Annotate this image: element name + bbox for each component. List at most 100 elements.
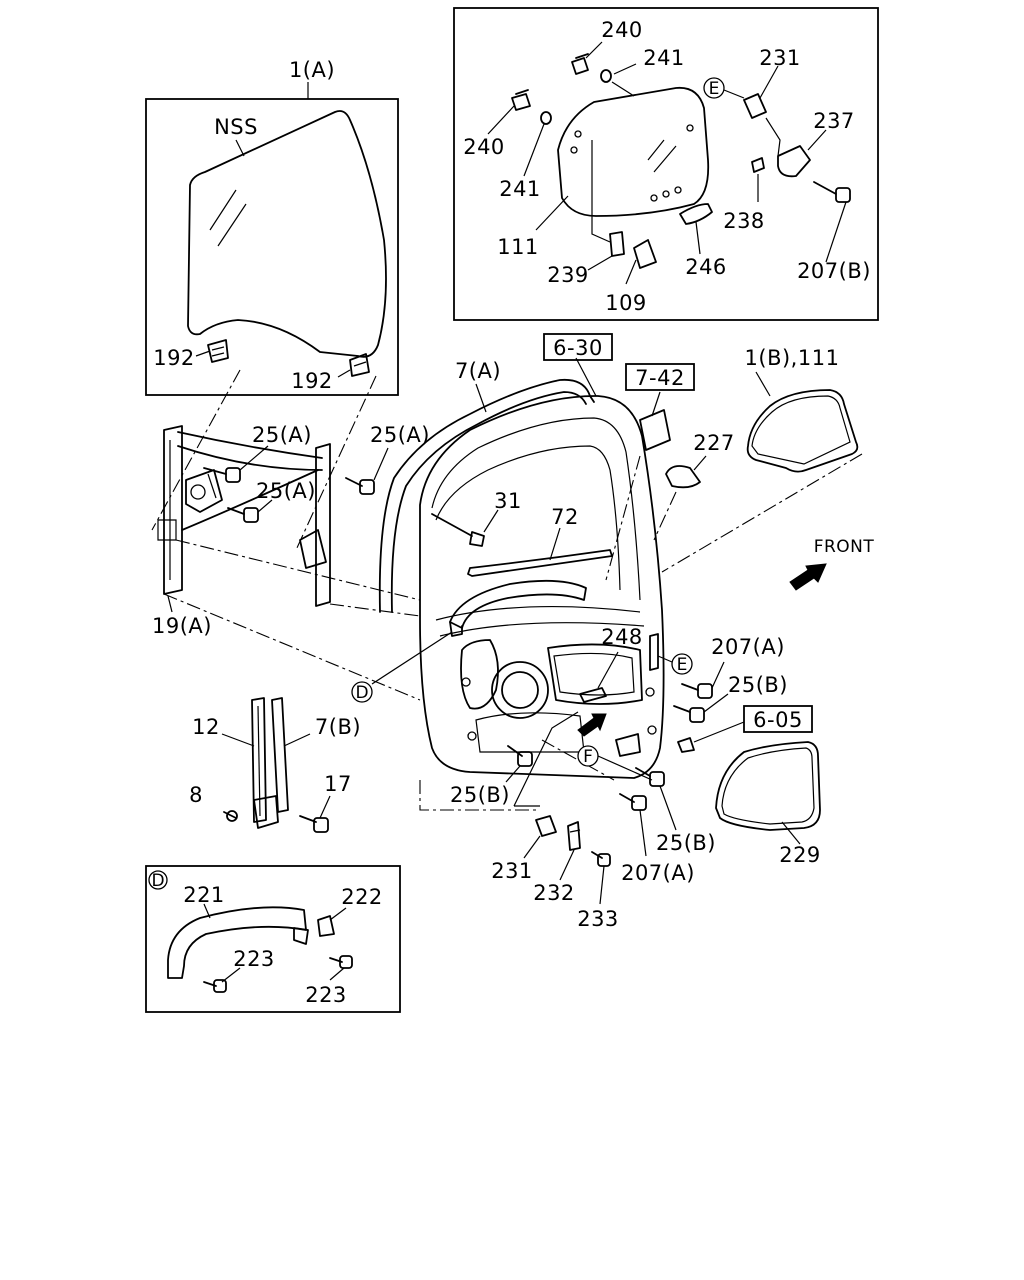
leader-246: [695, 221, 701, 255]
inner-handle-on-door: [449, 579, 587, 637]
callout-d: D: [351, 631, 453, 703]
door-glass-1a: [187, 110, 387, 358]
assembly-line-2: [295, 375, 377, 551]
assembly-line-3: [175, 539, 421, 601]
label-1b-111: 1(B),111: [745, 346, 840, 370]
leader-241a: [611, 63, 637, 97]
glass-detail-box: [145, 98, 399, 396]
leader-192b: [337, 369, 351, 378]
label-8: 8: [189, 783, 203, 807]
bolt-25a-2: [345, 477, 375, 495]
bolt-25b-3: [635, 767, 665, 787]
leader-207a-1: [711, 661, 725, 689]
label-221: 221: [183, 883, 225, 907]
svg-text:E: E: [709, 79, 720, 99]
leader-25b-1: [703, 693, 729, 713]
lock-arrow: [577, 713, 607, 737]
pad-246: [679, 203, 713, 225]
label-nss: NSS: [214, 115, 258, 139]
leader-72: [549, 527, 561, 561]
label-72: 72: [551, 505, 579, 529]
assembly-line-10: [541, 739, 615, 781]
leader-229: [781, 821, 801, 845]
leader-25a-1: [239, 445, 269, 471]
nut-231-lower: [535, 815, 557, 837]
label-238: 238: [723, 209, 765, 233]
leader-237: [807, 129, 827, 151]
label-241-top: 241: [643, 46, 685, 70]
glass-clip-192-left: [207, 339, 229, 363]
grommet-605: [677, 737, 695, 753]
assembly-line-6: [661, 453, 863, 573]
leader-7b: [283, 733, 311, 747]
svg-text:6-05: 6-05: [753, 708, 803, 732]
leader-248: [597, 651, 619, 689]
leader-25b-2: [505, 765, 521, 783]
label-192-right: 192: [291, 369, 333, 393]
label-front: FRONT: [814, 537, 875, 557]
label-246: 246: [685, 255, 727, 279]
leader-223a: [221, 967, 241, 983]
svg-text:7-42: 7-42: [635, 366, 685, 390]
label-17: 17: [324, 772, 352, 796]
channel-12: [251, 697, 279, 829]
leader-231b: [523, 835, 541, 859]
leader-25a-2: [373, 447, 389, 481]
label-223-left: 223: [233, 947, 275, 971]
label-19a: 19(A): [152, 614, 212, 638]
ref-box-6-05: 6-05: [743, 705, 813, 733]
label-223-right: 223: [305, 983, 347, 1007]
bolt-17: [299, 815, 329, 833]
label-109: 109: [605, 291, 647, 315]
label-25b-1: 25(B): [728, 673, 788, 697]
label-111: 111: [497, 235, 539, 259]
bolt-25a-3: [227, 507, 259, 523]
svg-text:E: E: [677, 655, 688, 675]
leader-221: [203, 903, 211, 919]
leader-12: [221, 733, 255, 747]
bolt-25b-2: [507, 745, 533, 767]
quarter-glass-111: [557, 86, 710, 217]
leader-223b: [329, 967, 345, 981]
screw-8: [223, 810, 238, 822]
label-233: 233: [577, 907, 619, 931]
run-channel-7b: [271, 697, 289, 813]
label-1a: 1(A): [289, 58, 335, 82]
leader-207b: [825, 201, 847, 263]
label-222: 222: [341, 885, 383, 909]
assembly-line-5: [329, 603, 421, 617]
label-237: 237: [813, 109, 855, 133]
leader-232: [559, 849, 575, 881]
hinge-237: [765, 117, 811, 178]
seal-229: [715, 741, 821, 831]
leader-31: [483, 509, 499, 533]
svg-text:6-30: 6-30: [553, 336, 603, 360]
label-7a: 7(A): [455, 359, 501, 383]
bolt-25b-1: [673, 705, 705, 723]
leader-222: [329, 907, 347, 921]
label-232: 232: [533, 881, 575, 905]
label-7b: 7(B): [315, 715, 361, 739]
quarter-window-detail-box: [453, 7, 879, 321]
label-229: 229: [779, 843, 821, 867]
leader-231a: [759, 65, 779, 99]
svg-text:F: F: [583, 747, 593, 767]
label-12: 12: [192, 715, 220, 739]
svg-text:D: D: [355, 683, 368, 703]
label-227: 227: [693, 431, 735, 455]
label-207a-1: 207(A): [711, 635, 785, 659]
screw-223-right: [329, 955, 353, 969]
ref-box-6-30: 6-30: [543, 333, 613, 361]
leader-7a: [475, 383, 487, 413]
pull-handle-221: [167, 906, 309, 979]
label-31: 31: [494, 489, 522, 513]
assembly-line-4: [163, 593, 421, 701]
washer-238: [751, 157, 765, 173]
leader-207a-2: [639, 809, 647, 857]
screw-31: [431, 513, 485, 547]
label-240-top: 240: [601, 18, 643, 42]
label-192-left: 192: [153, 346, 195, 370]
leader-nss: [235, 139, 245, 157]
screw-207b: [813, 181, 851, 203]
